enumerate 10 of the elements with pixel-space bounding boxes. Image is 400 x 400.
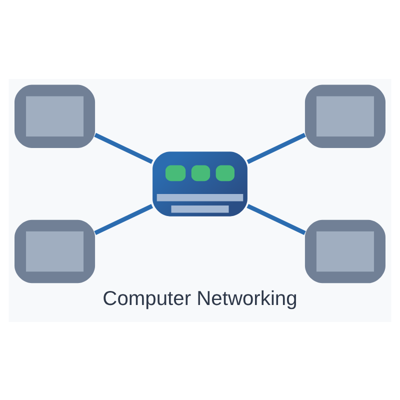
node-box [304, 84, 386, 148]
caption: Computer Networking [102, 288, 298, 310]
node-box [304, 219, 386, 283]
node-box [14, 219, 96, 283]
node-box [14, 84, 96, 148]
connector [246, 203, 306, 235]
connector [246, 132, 306, 164]
node-box [152, 151, 248, 216]
connector [94, 132, 154, 164]
connector [94, 204, 154, 235]
